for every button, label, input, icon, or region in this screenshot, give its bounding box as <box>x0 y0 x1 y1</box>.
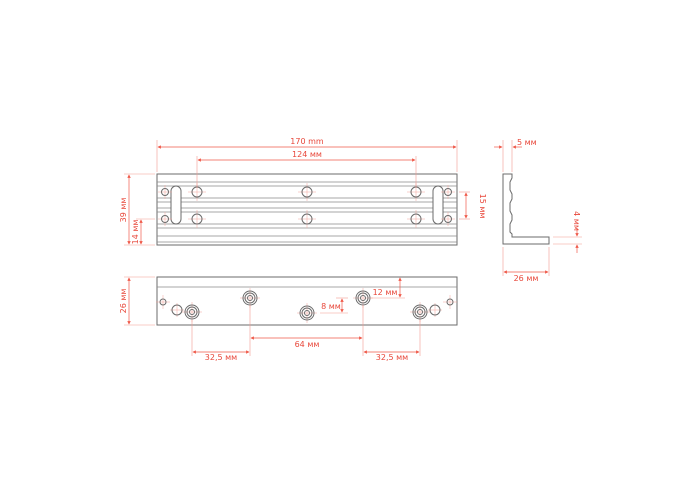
dim-lower-offset: 14 мм <box>131 220 140 245</box>
hole <box>428 303 442 317</box>
hole <box>297 303 317 323</box>
hole <box>298 183 316 201</box>
slot-left <box>170 185 182 225</box>
hole <box>158 212 172 226</box>
dim-foot-thickness: 4 мм <box>572 211 581 231</box>
slot-right <box>432 185 444 225</box>
hole <box>156 295 170 309</box>
hole <box>441 185 455 199</box>
dim-thickness: 5 мм <box>517 138 537 147</box>
hole <box>182 302 202 322</box>
dim-hole-pitch: 15 мм <box>478 194 487 219</box>
dim-top-offset: 12 мм <box>373 288 398 297</box>
top-view: 170 mm 124 мм 39 мм 14 мм 15 мм <box>119 137 487 246</box>
dim-spacing-mid: 64 мм <box>295 340 320 349</box>
dim-spacing-left: 32,5 мм <box>205 353 237 362</box>
hole <box>410 302 430 322</box>
hole <box>441 212 455 226</box>
dim-spacing-right: 32,5 мм <box>376 353 408 362</box>
hole <box>188 210 206 228</box>
hole <box>298 210 316 228</box>
hole <box>443 295 457 309</box>
hole <box>240 288 260 308</box>
hole <box>170 303 184 317</box>
side-view: 5 мм 4 мм 26 мм <box>494 138 582 283</box>
hole <box>407 210 425 228</box>
dim-height: 39 мм <box>119 198 128 223</box>
dim-foot-length: 26 мм <box>514 274 539 283</box>
dim-front-height: 26 мм <box>119 289 128 314</box>
dim-stagger: 8 мм <box>321 302 341 311</box>
hole <box>158 185 172 199</box>
front-view: 26 мм 12 мм 8 мм 32,5 мм 64 мм 32,5 мм <box>119 276 458 362</box>
dim-length: 170 mm <box>290 137 324 146</box>
dim-hole-span: 124 мм <box>292 150 322 159</box>
